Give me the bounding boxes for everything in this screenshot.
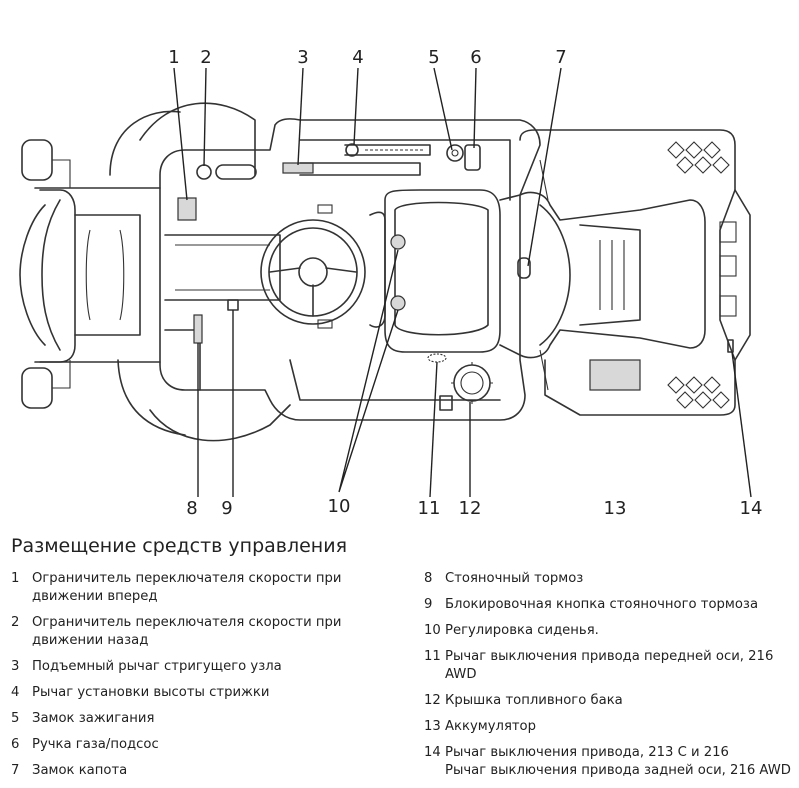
callout-1: 1 — [168, 47, 179, 68]
steering-wheel — [260, 204, 366, 329]
legend-number: 10 — [424, 623, 441, 638]
ignition-throttle — [446, 144, 481, 171]
legend-number: 6 — [11, 737, 20, 752]
legend-item: 8 Стояночный тормоз — [424, 570, 796, 588]
legend-right: 8 Стояночный тормоз 9 Блокировочная кнопка… — [424, 570, 796, 788]
lever-controls — [177, 143, 431, 221]
callout-13: 13 — [604, 498, 627, 519]
legend-number: 5 — [11, 711, 20, 726]
legend-text: Замок капота — [32, 763, 128, 778]
legend-item: 6 Ручка газа/подсос — [11, 736, 401, 754]
legend-number: 12 — [424, 693, 441, 708]
legend-item: 7 Замок капота — [11, 762, 401, 780]
callout-11: 11 — [418, 498, 441, 519]
mower-top-view-diagram: 1 2 3 4 5 6 7 8 9 10 11 12 13 14 — [19, 47, 762, 519]
vent-pattern-top — [667, 141, 730, 174]
leader-lines — [173, 67, 752, 498]
legend-number: 13 — [424, 719, 441, 734]
hood — [499, 191, 706, 359]
legend-item: 2 Ограничитель переключателя скорости при… — [11, 614, 401, 650]
legend-number: 7 — [11, 763, 20, 778]
callout-3: 3 — [297, 47, 308, 68]
callout-14: 14 — [740, 498, 763, 519]
legend-item: 12 Крышка топливного бака — [424, 692, 796, 710]
legend-text: Блокировочная кнопка стояночного тормоза — [445, 597, 759, 612]
section-title: Размещение средств управления — [11, 535, 347, 557]
legend-number: 8 — [424, 571, 433, 586]
legend-text: Ограничитель переключателя скорости при … — [32, 615, 342, 648]
callout-6: 6 — [470, 47, 481, 68]
legend-number: 1 — [11, 571, 20, 586]
legend-item: 5 Замок зажигания — [11, 710, 401, 728]
callout-9: 9 — [221, 498, 232, 519]
callout-12: 12 — [459, 498, 482, 519]
parking-brake — [193, 299, 239, 344]
battery — [589, 359, 641, 391]
front-wheels — [21, 139, 71, 409]
legend-number: 9 — [424, 597, 433, 612]
callout-numbers: 1 2 3 4 5 6 7 8 9 10 11 12 13 14 — [168, 47, 762, 519]
fuel-cap — [451, 362, 493, 404]
callout-4: 4 — [352, 47, 363, 68]
cutting-deck — [109, 102, 291, 442]
legend-text: Рычаг выключения привода передней оси, 2… — [445, 649, 774, 682]
legend-text: Регулировка сиденья. — [445, 623, 599, 638]
rear-cover-latch — [439, 395, 453, 411]
legend-text: Подъемный рычаг стригущего узла — [32, 659, 282, 674]
rear-drive-lever — [727, 339, 734, 353]
callout-8: 8 — [186, 498, 197, 519]
legend-number: 2 — [11, 615, 20, 630]
legend-item: 11 Рычаг выключения привода передней оси,… — [424, 648, 796, 684]
legend-text: Замок зажигания — [32, 711, 155, 726]
legend-item: 13 Аккумулятор — [424, 718, 796, 736]
callout-10: 10 — [328, 496, 351, 517]
vent-pattern-bottom — [667, 376, 730, 409]
legend-number: 3 — [11, 659, 20, 674]
callout-5: 5 — [428, 47, 439, 68]
legend-number: 4 — [11, 685, 20, 700]
legend-item: 9 Блокировочная кнопка стояночного тормоз… — [424, 596, 796, 614]
callout-7: 7 — [555, 47, 566, 68]
legend-number: 11 — [424, 649, 441, 664]
legend-text: Рычаг установки высоты стрижки — [32, 685, 270, 700]
legend-item: 3 Подъемный рычаг стригущего узла — [11, 658, 401, 676]
seat — [369, 189, 501, 353]
front-frame — [19, 187, 161, 363]
tractor-body — [159, 118, 541, 421]
legend-number: 14 — [424, 745, 441, 760]
legend-text: Крышка топливного бака — [445, 693, 623, 708]
legend-text: Рычаг выключения привода, 213 C и 216 Ры… — [445, 745, 791, 778]
legend-text: Аккумулятор — [445, 719, 536, 734]
legend-text: Стояночный тормоз — [445, 571, 584, 586]
legend-item: 14 Рычаг выключения привода, 213 C и 216 … — [424, 744, 796, 780]
legend-item: 4 Рычаг установки высоты стрижки — [11, 684, 401, 702]
front-drive-lever — [427, 353, 447, 363]
legend-text: Ограничитель переключателя скорости при … — [32, 571, 342, 604]
legend-item: 1 Ограничитель переключателя скорости при… — [11, 570, 401, 606]
legend-text: Ручка газа/подсос — [32, 737, 159, 752]
callout-2: 2 — [200, 47, 211, 68]
legend-item: 10 Регулировка сиденья. — [424, 622, 796, 640]
